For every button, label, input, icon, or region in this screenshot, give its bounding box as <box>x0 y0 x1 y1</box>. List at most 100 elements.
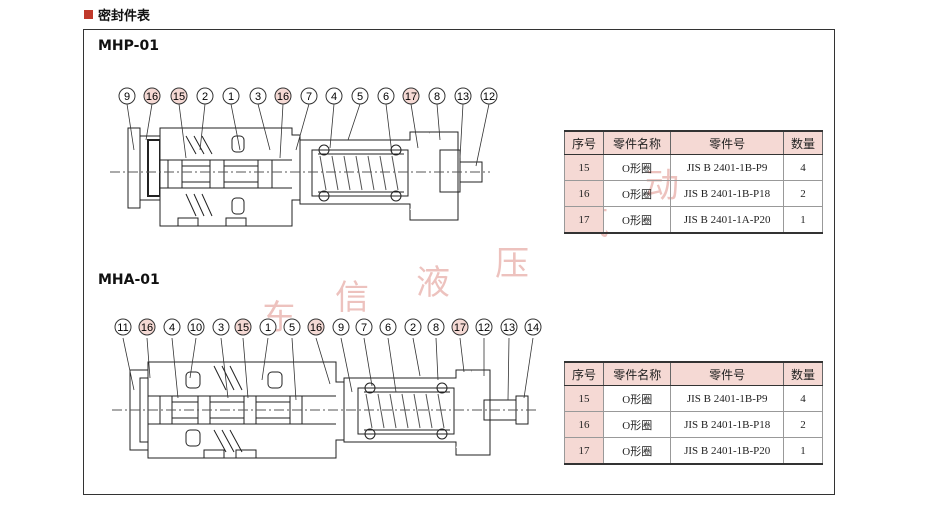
section-header: 密封件表 <box>84 6 151 24</box>
balloon-label: 2 <box>410 322 416 334</box>
table-row: 16 O形圈 JIS B 2401-1B-P18 2 <box>564 180 823 207</box>
balloon: 15 <box>234 318 252 336</box>
col-header-part: 零件号 <box>670 361 784 386</box>
cell-name: O形圈 <box>603 385 672 412</box>
col-header-index: 序号 <box>563 361 605 386</box>
cell-index: 17 <box>563 437 605 465</box>
seal-table-mha: 序号 零件名称 零件号 数量 15 O形圈 JIS B 2401-1B-P9 4… <box>563 361 824 465</box>
balloon: 9 <box>118 87 136 105</box>
header-title: 密封件表 <box>98 8 151 24</box>
balloon-label: 9 <box>338 322 344 334</box>
balloon: 10 <box>187 318 205 336</box>
balloon: 14 <box>524 318 542 336</box>
model-label-mhp: MHP-01 <box>98 38 159 54</box>
balloon: 6 <box>377 87 395 105</box>
balloon-label: 6 <box>385 322 391 334</box>
balloon-label: 7 <box>361 322 367 334</box>
table-row: 15 O形圈 JIS B 2401-1B-P9 4 <box>564 154 823 181</box>
balloon: 4 <box>163 318 181 336</box>
balloon: 16 <box>274 87 292 105</box>
balloon: 3 <box>249 87 267 105</box>
balloon-label: 4 <box>169 322 175 334</box>
balloon: 12 <box>480 87 498 105</box>
balloon: 1 <box>259 318 277 336</box>
cell-part: JIS B 2401-1B-P9 <box>670 154 785 181</box>
balloon: 12 <box>475 318 493 336</box>
balloon: 13 <box>454 87 472 105</box>
balloon: 16 <box>307 318 325 336</box>
balloon-label: 3 <box>255 91 261 103</box>
mhp-balloons: 9 16 15 2 1 3 16 7 4 5 6 17 8 13 12 <box>118 87 498 105</box>
watermark-char: 压 <box>495 244 529 284</box>
balloon: 1 <box>222 87 240 105</box>
table-row: 16 O形圈 JIS B 2401-1B-P18 2 <box>563 411 824 438</box>
cell-index: 15 <box>563 385 605 412</box>
balloon-label: 16 <box>310 322 322 334</box>
balloon-label: 13 <box>503 322 515 334</box>
cell-index: 15 <box>564 154 604 181</box>
leader-lines <box>122 103 534 401</box>
balloon-label: 11 <box>117 322 128 334</box>
balloon-label: 16 <box>141 322 153 334</box>
cell-name: O形圈 <box>603 437 672 465</box>
balloon-label: 2 <box>202 91 208 103</box>
balloon: 9 <box>332 318 350 336</box>
col-header-name: 零件名称 <box>602 130 672 155</box>
balloon: 5 <box>351 87 369 105</box>
col-header-name: 零件名称 <box>603 361 672 386</box>
balloon: 8 <box>427 318 445 336</box>
col-header-part: 零件号 <box>670 130 785 155</box>
balloon: 13 <box>500 318 518 336</box>
balloon: 16 <box>138 318 156 336</box>
balloon-label: 1 <box>265 322 271 334</box>
col-header-qty: 数量 <box>783 130 823 155</box>
balloon-label: 13 <box>457 91 469 103</box>
col-header-qty: 数量 <box>782 361 824 386</box>
balloon: 17 <box>402 87 420 105</box>
balloon-label: 6 <box>383 91 389 103</box>
balloon-label: 17 <box>454 322 466 334</box>
balloon: 5 <box>283 318 301 336</box>
cell-qty: 4 <box>783 154 823 181</box>
table-row: 17 O形圈 JIS B 2401-1B-P20 1 <box>563 437 824 465</box>
balloon: 2 <box>404 318 422 336</box>
balloon-label: 16 <box>146 91 158 103</box>
table-row: 15 O形圈 JIS B 2401-1B-P9 4 <box>563 385 824 412</box>
balloon-label: 8 <box>434 91 440 103</box>
balloon-label: 5 <box>289 322 295 334</box>
balloon: 7 <box>300 87 318 105</box>
seal-table-mhp: 序号 零件名称 零件号 数量 15 O形圈 JIS B 2401-1B-P9 4… <box>564 130 823 234</box>
cell-qty: 2 <box>783 180 823 207</box>
content-frame <box>83 29 835 495</box>
balloon: 6 <box>379 318 397 336</box>
cell-name: O形圈 <box>602 180 672 207</box>
cell-index: 17 <box>564 206 604 234</box>
cell-part: JIS B 2401-1B-P18 <box>670 180 785 207</box>
table-row: 17 O形圈 JIS B 2401-1A-P20 1 <box>564 206 823 234</box>
balloon-label: 15 <box>237 322 249 334</box>
balloon-label: 15 <box>173 91 185 103</box>
balloon: 15 <box>170 87 188 105</box>
model-label-mha: MHA-01 <box>98 272 160 288</box>
balloon: 4 <box>325 87 343 105</box>
balloon-label: 4 <box>331 91 337 103</box>
cell-qty: 2 <box>782 411 824 438</box>
balloon: 7 <box>355 318 373 336</box>
balloon-label: 8 <box>433 322 439 334</box>
cell-part: JIS B 2401-1B-P9 <box>670 385 784 412</box>
cell-name: O形圈 <box>602 154 672 181</box>
mha-balloons: 11 16 4 10 3 15 1 5 16 9 7 6 2 8 17 12 1… <box>114 318 542 336</box>
watermark-char: 液 <box>416 263 450 303</box>
balloon-label: 3 <box>218 322 224 334</box>
mhp-valve-drawing <box>110 127 490 227</box>
balloon-label: 7 <box>306 91 312 103</box>
cell-name: O形圈 <box>603 411 672 438</box>
cell-part: JIS B 2401-1B-P20 <box>670 437 784 465</box>
cell-name: O形圈 <box>602 206 672 234</box>
cell-index: 16 <box>563 411 605 438</box>
cell-part: JIS B 2401-1B-P18 <box>670 411 784 438</box>
balloon-label: 12 <box>483 91 495 103</box>
col-header-index: 序号 <box>564 130 604 155</box>
watermark-char: 信 <box>335 278 369 318</box>
cell-part: JIS B 2401-1A-P20 <box>670 206 785 234</box>
